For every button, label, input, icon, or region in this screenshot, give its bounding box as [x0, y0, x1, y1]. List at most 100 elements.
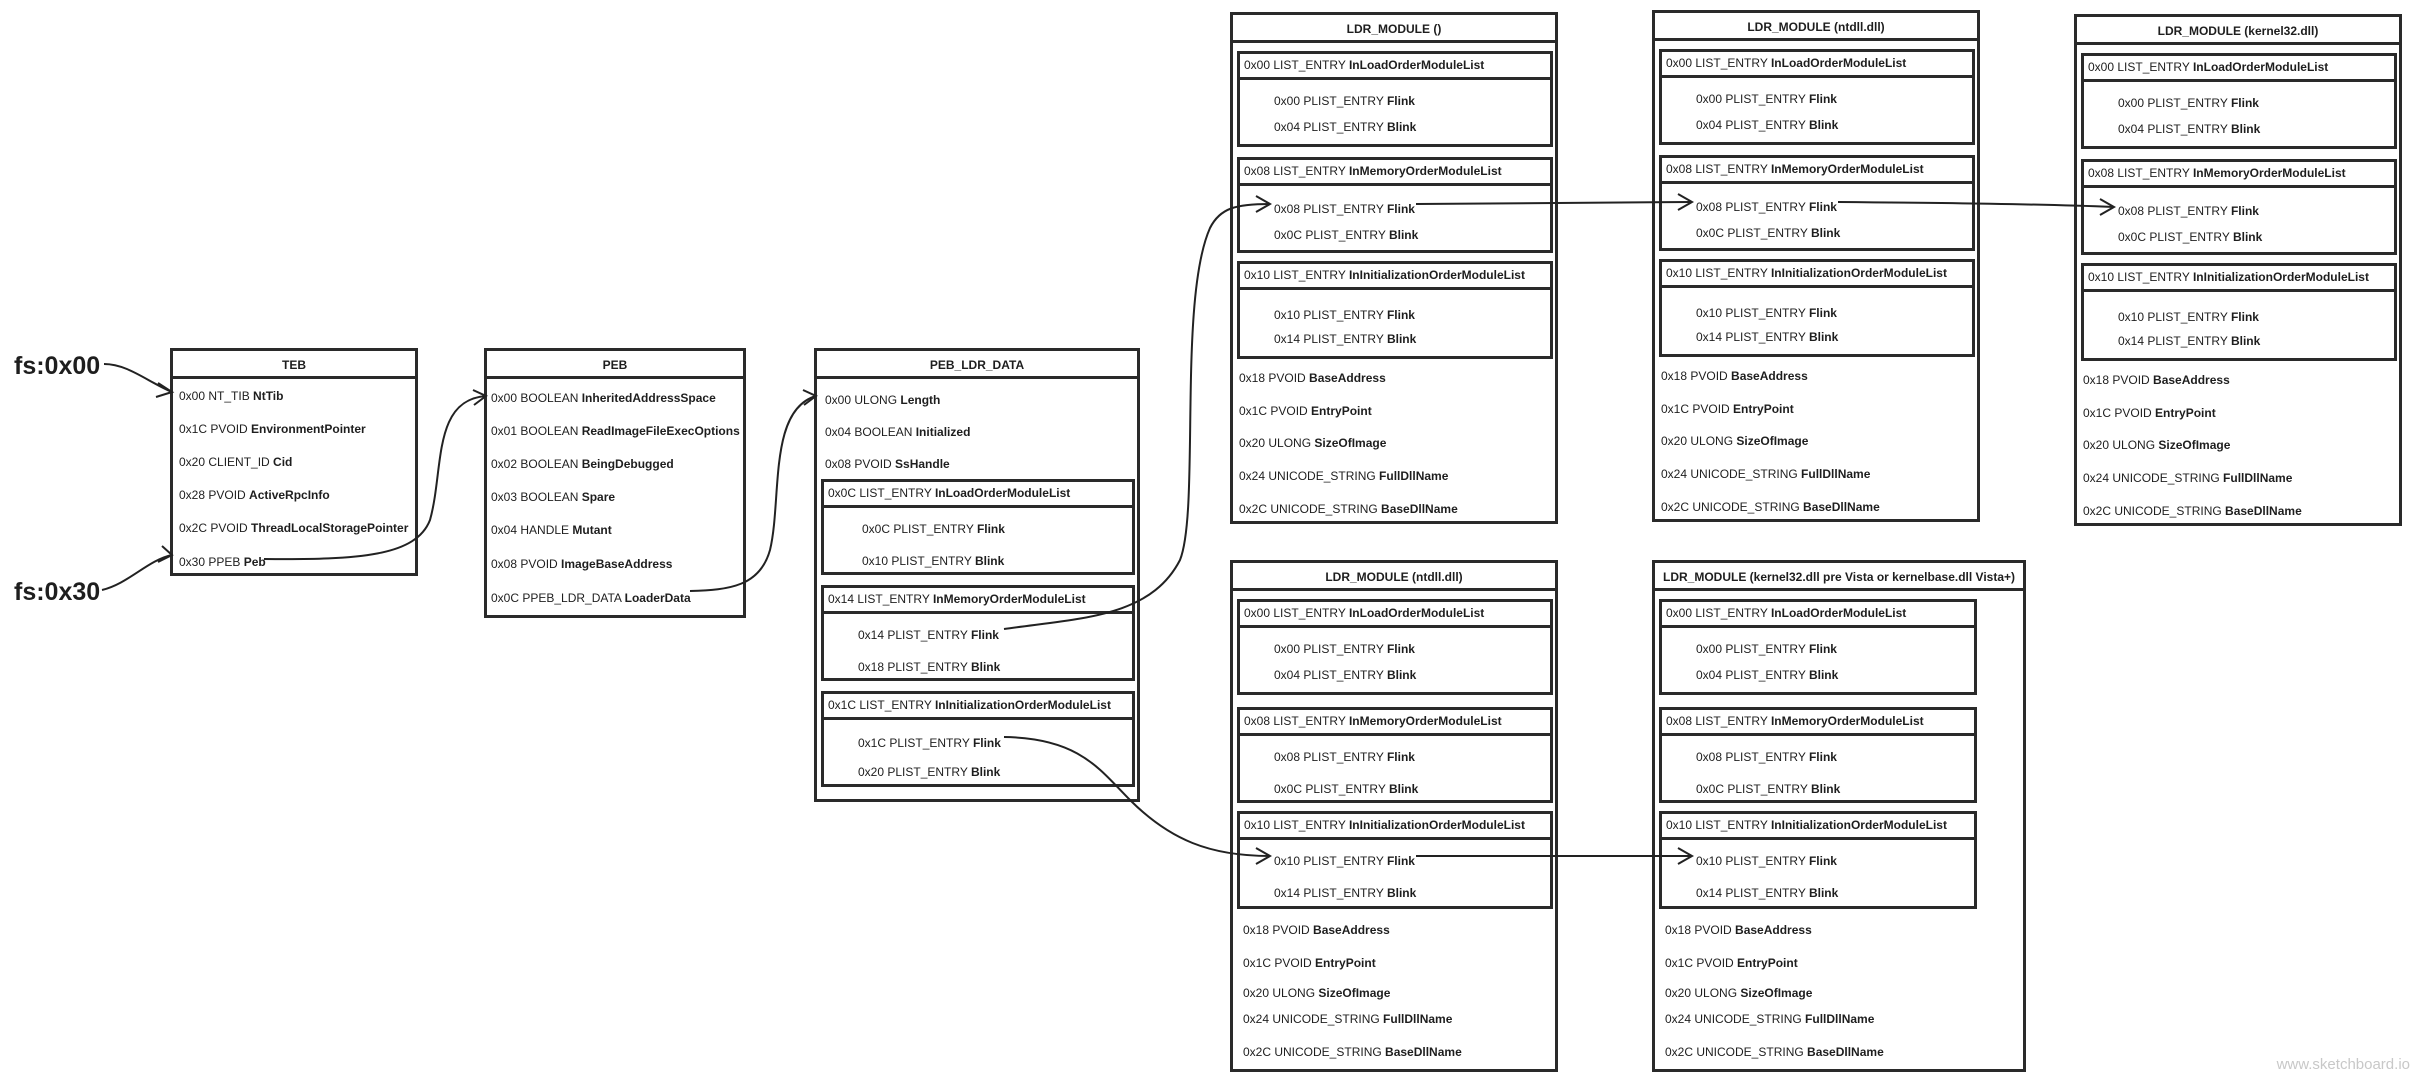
ldr-ininitorder-flink: 0x1C PLIST_ENTRY Flink: [858, 736, 1001, 750]
ldr-inmemoryorder-list: 0x14 LIST_ENTRY InMemoryOrderModuleList …: [821, 585, 1135, 681]
ldr-module-box-bottom-1: LDR_MODULE (ntdll.dll) 0x00 LIST_ENTRY I…: [1230, 560, 1558, 1072]
module-ininitorder-flink: 0x10 PLIST_ENTRY Flink: [1696, 854, 1837, 868]
module-field-entrypoint: 0x1C PVOID EntryPoint: [1243, 956, 1376, 970]
peb-box: PEB 0x00 BOOLEAN InheritedAddressSpace 0…: [484, 348, 746, 618]
peb-title: PEB: [487, 351, 743, 379]
module-field-baseaddress: 0x18 PVOID BaseAddress: [2083, 373, 2230, 387]
peb-field-readimagefileexecoptions: 0x01 BOOLEAN ReadImageFileExecOptions: [491, 424, 740, 438]
module-inloadorder-flink: 0x00 PLIST_ENTRY Flink: [2118, 96, 2259, 110]
ldr-module-box-top-3: LDR_MODULE (kernel32.dll) 0x00 LIST_ENTR…: [2074, 14, 2402, 526]
ldr-module-box-bottom-2: LDR_MODULE (kernel32.dll pre Vista or ke…: [1652, 560, 2026, 1072]
module-ininitorder-flink: 0x10 PLIST_ENTRY Flink: [1274, 854, 1415, 868]
module-inmemoryorder-blink: 0x0C PLIST_ENTRY Blink: [1274, 782, 1419, 796]
module-inmemoryorder-header: 0x08 LIST_ENTRY InMemoryOrderModuleList: [1240, 710, 1550, 736]
teb-field-tlspointer: 0x2C PVOID ThreadLocalStoragePointer: [179, 521, 409, 535]
module-ininitorder-flink: 0x10 PLIST_ENTRY Flink: [1274, 308, 1415, 322]
module-field-entrypoint: 0x1C PVOID EntryPoint: [1239, 404, 1372, 418]
watermark: www.sketchboard.io: [2276, 1056, 2410, 1073]
module-inmemoryorder-list: 0x08 LIST_ENTRY InMemoryOrderModuleList …: [1237, 707, 1553, 803]
ldr-module-title: LDR_MODULE (kernel32.dll): [2077, 17, 2399, 45]
ldr-ininitorder-header: 0x1C LIST_ENTRY InInitializationOrderMod…: [824, 694, 1132, 720]
module-ininitorder-list: 0x10 LIST_ENTRY InInitializationOrderMod…: [1659, 811, 1977, 909]
teb-field-nttib: 0x00 NT_TIB NtTib: [179, 389, 284, 403]
ldr-inmemoryorder-flink: 0x14 PLIST_ENTRY Flink: [858, 628, 999, 642]
module-inmemoryorder-list: 0x08 LIST_ENTRY InMemoryOrderModuleList …: [1237, 157, 1553, 253]
module-field-baseaddress: 0x18 PVOID BaseAddress: [1239, 371, 1386, 385]
ldr-inloadorder-blink: 0x10 PLIST_ENTRY Blink: [862, 554, 1005, 568]
ldr-inloadorder-header: 0x0C LIST_ENTRY InLoadOrderModuleList: [824, 482, 1132, 508]
module-inloadorder-blink: 0x04 PLIST_ENTRY Blink: [1274, 120, 1417, 134]
module-ininitorder-blink: 0x14 PLIST_ENTRY Blink: [1274, 332, 1417, 346]
module-inmemoryorder-flink: 0x08 PLIST_ENTRY Flink: [1696, 750, 1837, 764]
module-inmemoryorder-flink: 0x08 PLIST_ENTRY Flink: [2118, 204, 2259, 218]
module-inmemoryorder-header: 0x08 LIST_ENTRY InMemoryOrderModuleList: [1240, 160, 1550, 186]
module-field-sizeofimage: 0x20 ULONG SizeOfImage: [1665, 986, 1813, 1000]
module-ininitorder-list: 0x10 LIST_ENTRY InInitializationOrderMod…: [1237, 811, 1553, 909]
module-ininitorder-flink: 0x10 PLIST_ENTRY Flink: [2118, 310, 2259, 324]
module-ininitorder-header: 0x10 LIST_ENTRY InInitializationOrderMod…: [1240, 814, 1550, 840]
module-inloadorder-header: 0x00 LIST_ENTRY InLoadOrderModuleList: [1662, 52, 1972, 78]
peb-field-mutant: 0x04 HANDLE Mutant: [491, 523, 612, 537]
module-ininitorder-blink: 0x14 PLIST_ENTRY Blink: [2118, 334, 2261, 348]
ldr-module-title: LDR_MODULE (ntdll.dll): [1233, 563, 1555, 591]
module-ininitorder-header: 0x10 LIST_ENTRY InInitializationOrderMod…: [1662, 814, 1974, 840]
peb-ldr-data-box: PEB_LDR_DATA 0x00 ULONG Length 0x04 BOOL…: [814, 348, 1140, 802]
teb-field-activerpcinfo: 0x28 PVOID ActiveRpcInfo: [179, 488, 330, 502]
ldr-ininitorder-list: 0x1C LIST_ENTRY InInitializationOrderMod…: [821, 691, 1135, 787]
module-field-sizeofimage: 0x20 ULONG SizeOfImage: [1239, 436, 1387, 450]
module-inmemoryorder-list: 0x08 LIST_ENTRY InMemoryOrderModuleList …: [1659, 707, 1977, 803]
module-inmemoryorder-blink: 0x0C PLIST_ENTRY Blink: [1696, 782, 1841, 796]
module-inloadorder-blink: 0x04 PLIST_ENTRY Blink: [1696, 668, 1839, 682]
module-inloadorder-blink: 0x04 PLIST_ENTRY Blink: [2118, 122, 2261, 136]
ldr-module-title: LDR_MODULE (ntdll.dll): [1655, 13, 1977, 41]
module-inmemoryorder-header: 0x08 LIST_ENTRY InMemoryOrderModuleList: [1662, 710, 1974, 736]
module-inmemoryorder-header: 0x08 LIST_ENTRY InMemoryOrderModuleList: [2084, 162, 2394, 188]
module-inloadorder-blink: 0x04 PLIST_ENTRY Blink: [1274, 668, 1417, 682]
module-inmemoryorder-flink: 0x08 PLIST_ENTRY Flink: [1696, 200, 1837, 214]
peb-field-inheritedaddressspace: 0x00 BOOLEAN InheritedAddressSpace: [491, 391, 716, 405]
module-inloadorder-header: 0x00 LIST_ENTRY InLoadOrderModuleList: [1662, 602, 1974, 628]
ldr-inmemoryorder-header: 0x14 LIST_ENTRY InMemoryOrderModuleList: [824, 588, 1132, 614]
peb-ldr-data-title: PEB_LDR_DATA: [817, 351, 1137, 379]
ldr-module-box-top-2: LDR_MODULE (ntdll.dll) 0x00 LIST_ENTRY I…: [1652, 10, 1980, 522]
module-inloadorder-list: 0x00 LIST_ENTRY InLoadOrderModuleList 0x…: [1659, 599, 1977, 695]
arrow-fs00-to-teb: [103, 363, 175, 398]
module-inloadorder-flink: 0x00 PLIST_ENTRY Flink: [1696, 92, 1837, 106]
teb-box: TEB 0x00 NT_TIB NtTib 0x1C PVOID Environ…: [170, 348, 418, 576]
ldr-inmemoryorder-blink: 0x18 PLIST_ENTRY Blink: [858, 660, 1001, 674]
module-ininitorder-header: 0x10 LIST_ENTRY InInitializationOrderMod…: [1240, 264, 1550, 290]
teb-field-environmentpointer: 0x1C PVOID EnvironmentPointer: [179, 422, 366, 436]
ldr-field-initialized: 0x04 BOOLEAN Initialized: [825, 425, 971, 439]
peb-field-spare: 0x03 BOOLEAN Spare: [491, 490, 616, 504]
module-field-basedllname: 0x2C UNICODE_STRING BaseDllName: [1239, 502, 1458, 516]
module-inmemoryorder-flink: 0x08 PLIST_ENTRY Flink: [1274, 750, 1415, 764]
module-field-basedllname: 0x2C UNICODE_STRING BaseDllName: [1661, 500, 1880, 514]
module-field-baseaddress: 0x18 PVOID BaseAddress: [1665, 923, 1812, 937]
module-inmemoryorder-blink: 0x0C PLIST_ENTRY Blink: [1696, 226, 1841, 240]
module-inloadorder-list: 0x00 LIST_ENTRY InLoadOrderModuleList 0x…: [2081, 53, 2397, 149]
module-field-fulldllname: 0x24 UNICODE_STRING FullDllName: [2083, 471, 2293, 485]
module-field-fulldllname: 0x24 UNICODE_STRING FullDllName: [1239, 469, 1449, 483]
module-inmemoryorder-blink: 0x0C PLIST_ENTRY Blink: [1274, 228, 1419, 242]
peb-field-loaderdata: 0x0C PPEB_LDR_DATA LoaderData: [491, 591, 691, 605]
module-field-basedllname: 0x2C UNICODE_STRING BaseDllName: [1243, 1045, 1462, 1059]
ldr-inloadorder-flink: 0x0C PLIST_ENTRY Flink: [862, 522, 1005, 536]
module-inloadorder-header: 0x00 LIST_ENTRY InLoadOrderModuleList: [2084, 56, 2394, 82]
teb-field-peb: 0x30 PPEB Peb: [179, 555, 266, 569]
module-field-entrypoint: 0x1C PVOID EntryPoint: [1665, 956, 1798, 970]
module-inloadorder-list: 0x00 LIST_ENTRY InLoadOrderModuleList 0x…: [1237, 599, 1553, 695]
module-inmemoryorder-flink: 0x08 PLIST_ENTRY Flink: [1274, 202, 1415, 216]
arrow-fs30-to-teb-peb: [101, 545, 174, 591]
module-inloadorder-header: 0x00 LIST_ENTRY InLoadOrderModuleList: [1240, 54, 1550, 80]
module-inloadorder-list: 0x00 LIST_ENTRY InLoadOrderModuleList 0x…: [1237, 51, 1553, 147]
module-field-fulldllname: 0x24 UNICODE_STRING FullDllName: [1665, 1012, 1875, 1026]
module-ininitorder-list: 0x10 LIST_ENTRY InInitializationOrderMod…: [1659, 259, 1975, 357]
module-ininitorder-list: 0x10 LIST_ENTRY InInitializationOrderMod…: [2081, 263, 2397, 361]
module-field-sizeofimage: 0x20 ULONG SizeOfImage: [1661, 434, 1809, 448]
module-inloadorder-flink: 0x00 PLIST_ENTRY Flink: [1696, 642, 1837, 656]
ldr-field-length: 0x00 ULONG Length: [825, 393, 941, 407]
module-inmemoryorder-header: 0x08 LIST_ENTRY InMemoryOrderModuleList: [1662, 158, 1972, 184]
module-inloadorder-header: 0x00 LIST_ENTRY InLoadOrderModuleList: [1240, 602, 1550, 628]
module-inloadorder-blink: 0x04 PLIST_ENTRY Blink: [1696, 118, 1839, 132]
